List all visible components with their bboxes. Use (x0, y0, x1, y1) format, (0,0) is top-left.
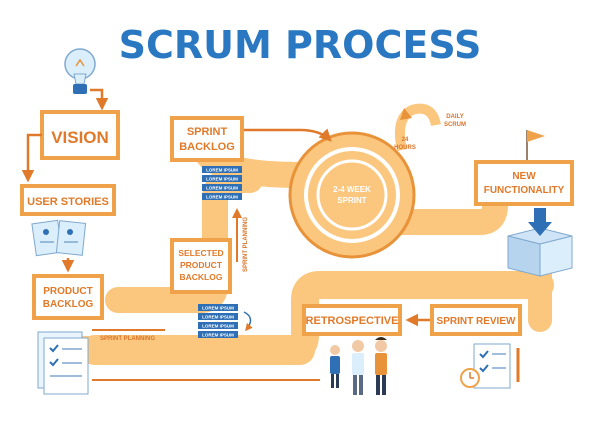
lorem-tag: LOREM IPSUM (202, 315, 234, 320)
selected-label-3: BACKLOG (180, 272, 223, 282)
user-stories-label: USER STORIES (27, 196, 109, 208)
lorem-tag: LOREM IPSUM (206, 186, 238, 191)
user-stories-box: USER STORIES (20, 184, 116, 216)
product-backlog-label-1: PRODUCT (43, 286, 92, 297)
lorem-tag: LOREM IPSUM (206, 168, 238, 173)
sprint-planning-bottom-label: SPRINT PLANNING (100, 336, 155, 342)
refresh-arrow-icon (243, 311, 253, 332)
selected-product-backlog-box: SELECTED PRODUCT BACKLOG (170, 238, 232, 294)
sprint-planning-vertical-label: SPRINT PLANNING (243, 217, 249, 272)
retrospective-box: RETROSPECTIVE (302, 304, 402, 336)
product-backlog-label-2: BACKLOG (43, 299, 94, 310)
people-icon (330, 337, 387, 395)
retrospective-label: RETROSPECTIVE (306, 315, 399, 327)
daily-scrum-label-1: DAILY (446, 114, 463, 120)
flag-icon (526, 130, 545, 160)
upper-lorem-tags: LOREM IPSUM LOREM IPSUM LOREM IPSUM LORE… (202, 166, 242, 200)
vision-label: VISION (51, 128, 109, 147)
hours-label-1: 24 (402, 137, 409, 143)
vision-box: VISION (40, 110, 120, 160)
sprint-review-label: SPRINT REVIEW (437, 316, 516, 327)
clock-icon (460, 343, 520, 389)
sprint-label-line2: SPRINT (337, 196, 366, 205)
daily-scrum-loop (395, 103, 441, 152)
sprint-label-line1: 2-4 WEEK (333, 185, 371, 194)
lower-lorem-tags: LOREM IPSUM LOREM IPSUM LOREM IPSUM LORE… (198, 304, 238, 338)
product-backlog-box: PRODUCT BACKLOG (32, 274, 104, 320)
new-func-label-1: NEW (512, 171, 536, 182)
hours-label-2: HOURS (394, 145, 416, 151)
lightbulb-icon (64, 48, 96, 94)
sprint-backlog-box: SPRINT BACKLOG (170, 116, 244, 162)
sprint-review-box: SPRINT REVIEW (430, 304, 522, 336)
selected-label-2: PRODUCT (180, 260, 223, 270)
new-functionality-box: NEW FUNCTIONALITY (474, 160, 574, 206)
selected-label-1: SELECTED (178, 248, 223, 258)
new-func-label-2: FUNCTIONALITY (484, 185, 565, 196)
lorem-tag: LOREM IPSUM (206, 177, 238, 182)
lorem-tag: LOREM IPSUM (206, 195, 238, 200)
box-icon (507, 208, 573, 277)
sprint-backlog-label-2: BACKLOG (179, 141, 235, 153)
lorem-tag: LOREM IPSUM (202, 306, 234, 311)
daily-scrum-label-2: SCRUM (444, 122, 466, 128)
lorem-tag: LOREM IPSUM (202, 333, 234, 338)
sprint-backlog-label-1: SPRINT (187, 126, 228, 138)
checklist-icon (37, 331, 89, 395)
documents-icon (31, 219, 87, 257)
lorem-tag: LOREM IPSUM (202, 324, 234, 329)
page-title: SCRUM PROCESS (119, 23, 482, 67)
